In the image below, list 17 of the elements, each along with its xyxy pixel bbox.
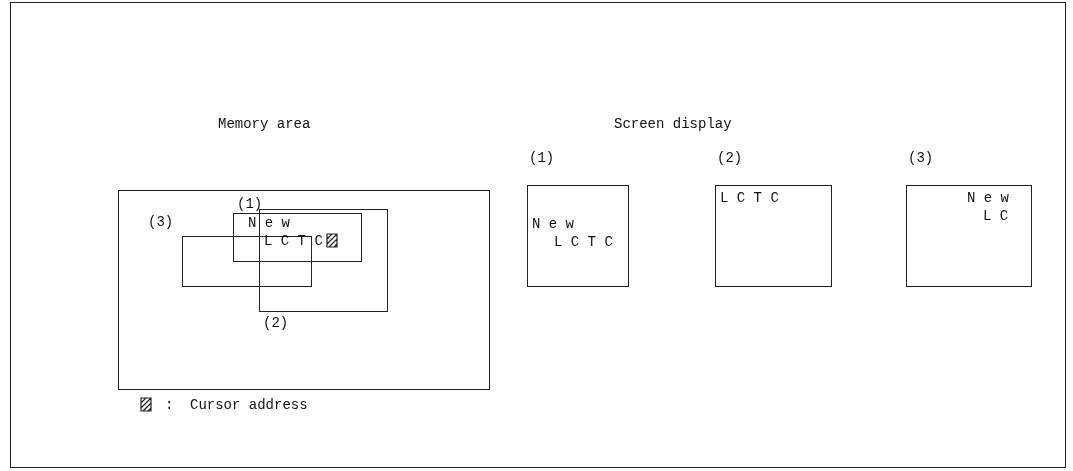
screen-text: N e w: [532, 216, 574, 232]
section-heading: Screen display: [614, 116, 732, 132]
window-number: (1): [529, 150, 555, 166]
screen-text: L C T C: [554, 234, 613, 250]
screen-text: N e w: [967, 190, 1009, 206]
memory-text: N e w: [248, 215, 290, 231]
legend-separator: :: [165, 397, 174, 413]
legend-text: Cursor address: [190, 397, 308, 413]
window-number: (3): [908, 150, 934, 166]
screen-text: L C: [983, 208, 1009, 224]
window-number: (3): [148, 214, 174, 230]
area-heading: Memory area: [218, 116, 311, 132]
window-number: (2): [263, 315, 289, 331]
memory-text: L C T C: [264, 233, 323, 249]
window-number: (1): [237, 196, 263, 212]
screen-text: L C T C: [720, 190, 779, 206]
window-number: (2): [717, 150, 743, 166]
